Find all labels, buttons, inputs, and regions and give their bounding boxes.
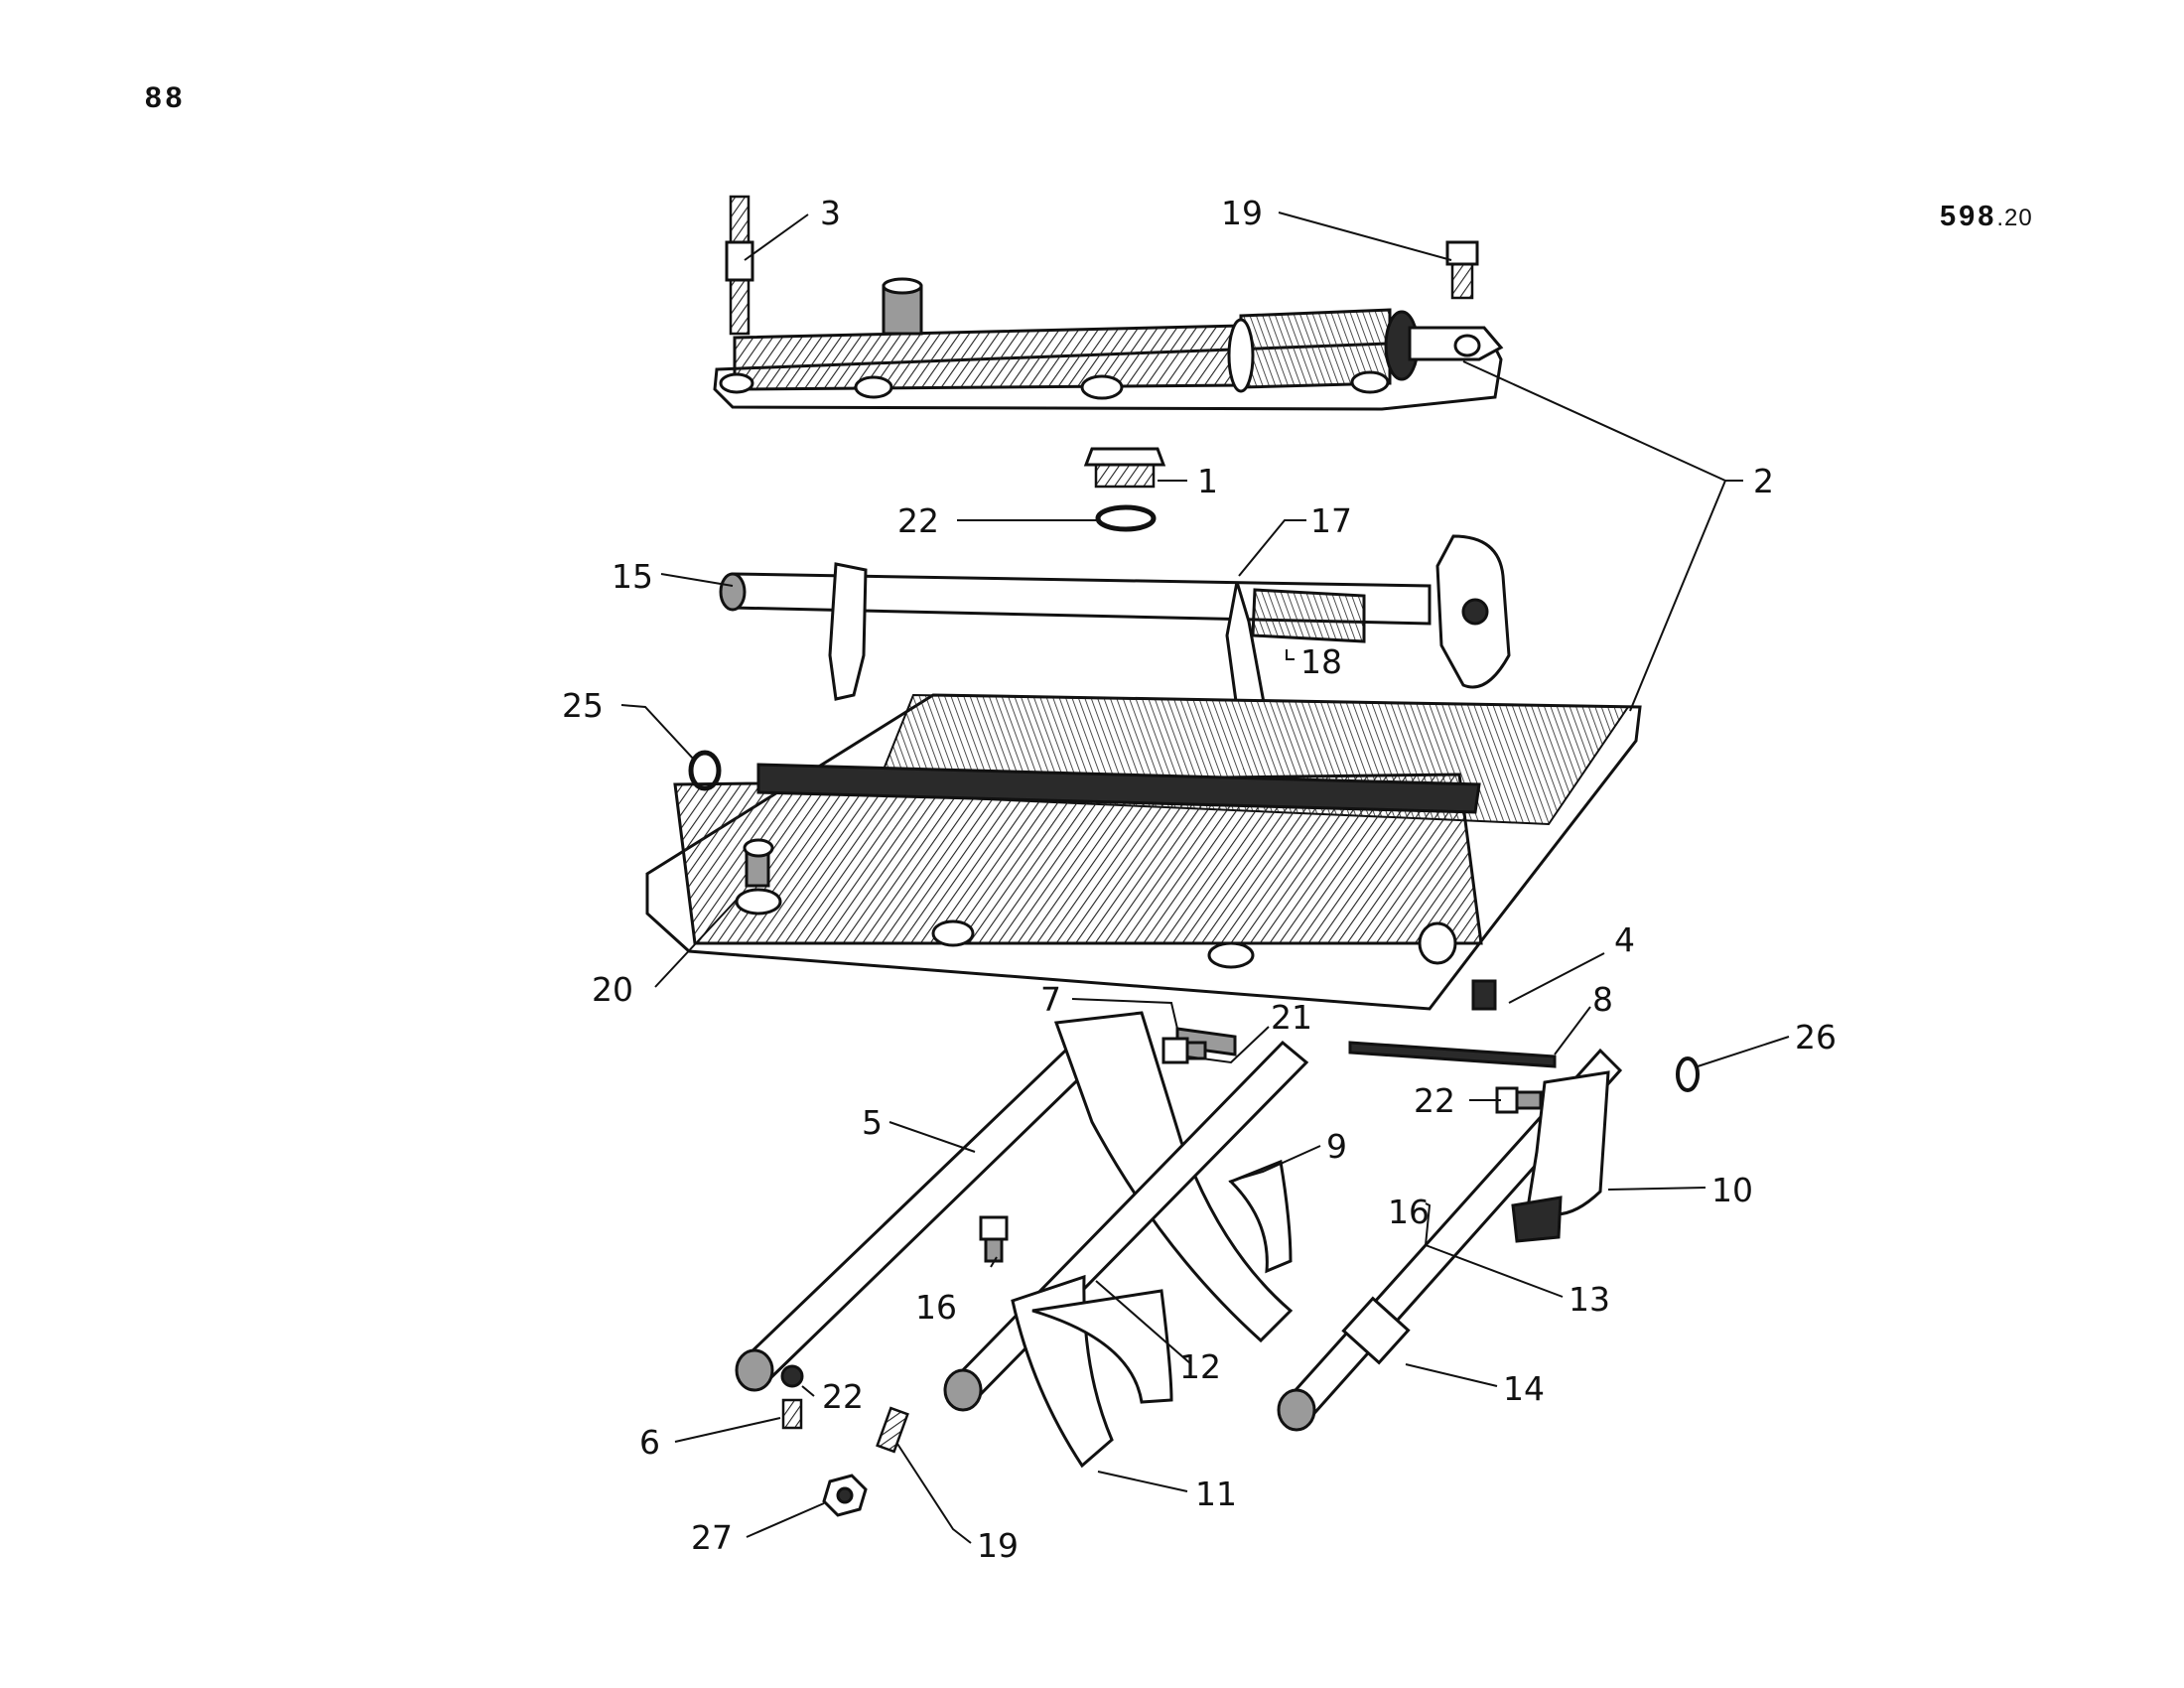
callout-22-top: 21 (1271, 998, 1312, 1037)
plug (1083, 447, 1166, 489)
top-cover (713, 277, 1504, 411)
ball (780, 1364, 804, 1388)
bolt-22b (1495, 1086, 1543, 1114)
callout-13: 13 (1569, 1280, 1610, 1319)
callout-16-left: 16 (915, 1288, 957, 1327)
bolt-16 (979, 1215, 1009, 1263)
callout-24: 22 (822, 1377, 864, 1416)
selector-housing (645, 693, 1642, 1011)
leader-lines (620, 211, 1790, 1544)
callout-19: 19 (977, 1526, 1019, 1565)
callout-10: 10 (1711, 1171, 1753, 1209)
callout-8: 8 (1592, 980, 1613, 1019)
bolt-22a (1161, 1037, 1207, 1064)
callout-6: 6 (639, 1423, 660, 1462)
callout-26: 26 (1795, 1018, 1837, 1056)
callout-5: 5 (862, 1103, 883, 1142)
callout-labels: 3 19 2 1 22 17 15 18 25 20 4 7 21 8 26 2… (562, 194, 1837, 1565)
callout-9: 9 (1326, 1127, 1347, 1166)
seal-ring (1676, 1056, 1700, 1092)
callout-20: 19 (1221, 194, 1263, 232)
callout-7: 7 (1040, 980, 1061, 1019)
interlock-rod (1348, 1041, 1557, 1068)
callout-21: 20 (592, 970, 633, 1009)
fork-10 (1511, 1070, 1610, 1243)
callout-14: 14 (1503, 1369, 1545, 1408)
callout-23: 22 (897, 501, 939, 540)
spring-19 (876, 1406, 909, 1454)
spring (781, 1398, 803, 1430)
callout-11: 11 (1195, 1475, 1237, 1513)
callout-15: 15 (612, 557, 653, 596)
figure-code: 598.20 (1940, 201, 2033, 233)
callout-25: 25 (562, 686, 604, 725)
callout-1: 1 (1197, 462, 1218, 500)
callout-2: 2 (1753, 462, 1774, 500)
callout-17: 17 (1310, 501, 1352, 540)
bolt-top (1445, 240, 1479, 300)
callout-12: 12 (1179, 1347, 1221, 1386)
callout-16-right: 16 (1388, 1193, 1430, 1231)
page-number: 88 (145, 81, 187, 114)
o-ring (688, 750, 722, 791)
fork-11 (1011, 1274, 1173, 1469)
callout-3: 3 (820, 194, 841, 232)
figure-code-suffix: .20 (1996, 205, 2033, 231)
figure-code-main: 598 (1940, 201, 1997, 232)
callout-18: 18 (1300, 642, 1342, 681)
stud (725, 195, 754, 336)
plug-small (1471, 979, 1497, 1011)
washer (1095, 504, 1157, 532)
selector-shaft (719, 534, 1511, 804)
callout-27: 27 (691, 1518, 733, 1557)
callout-4: 4 (1614, 920, 1635, 959)
callout-22-right: 22 (1414, 1081, 1455, 1120)
